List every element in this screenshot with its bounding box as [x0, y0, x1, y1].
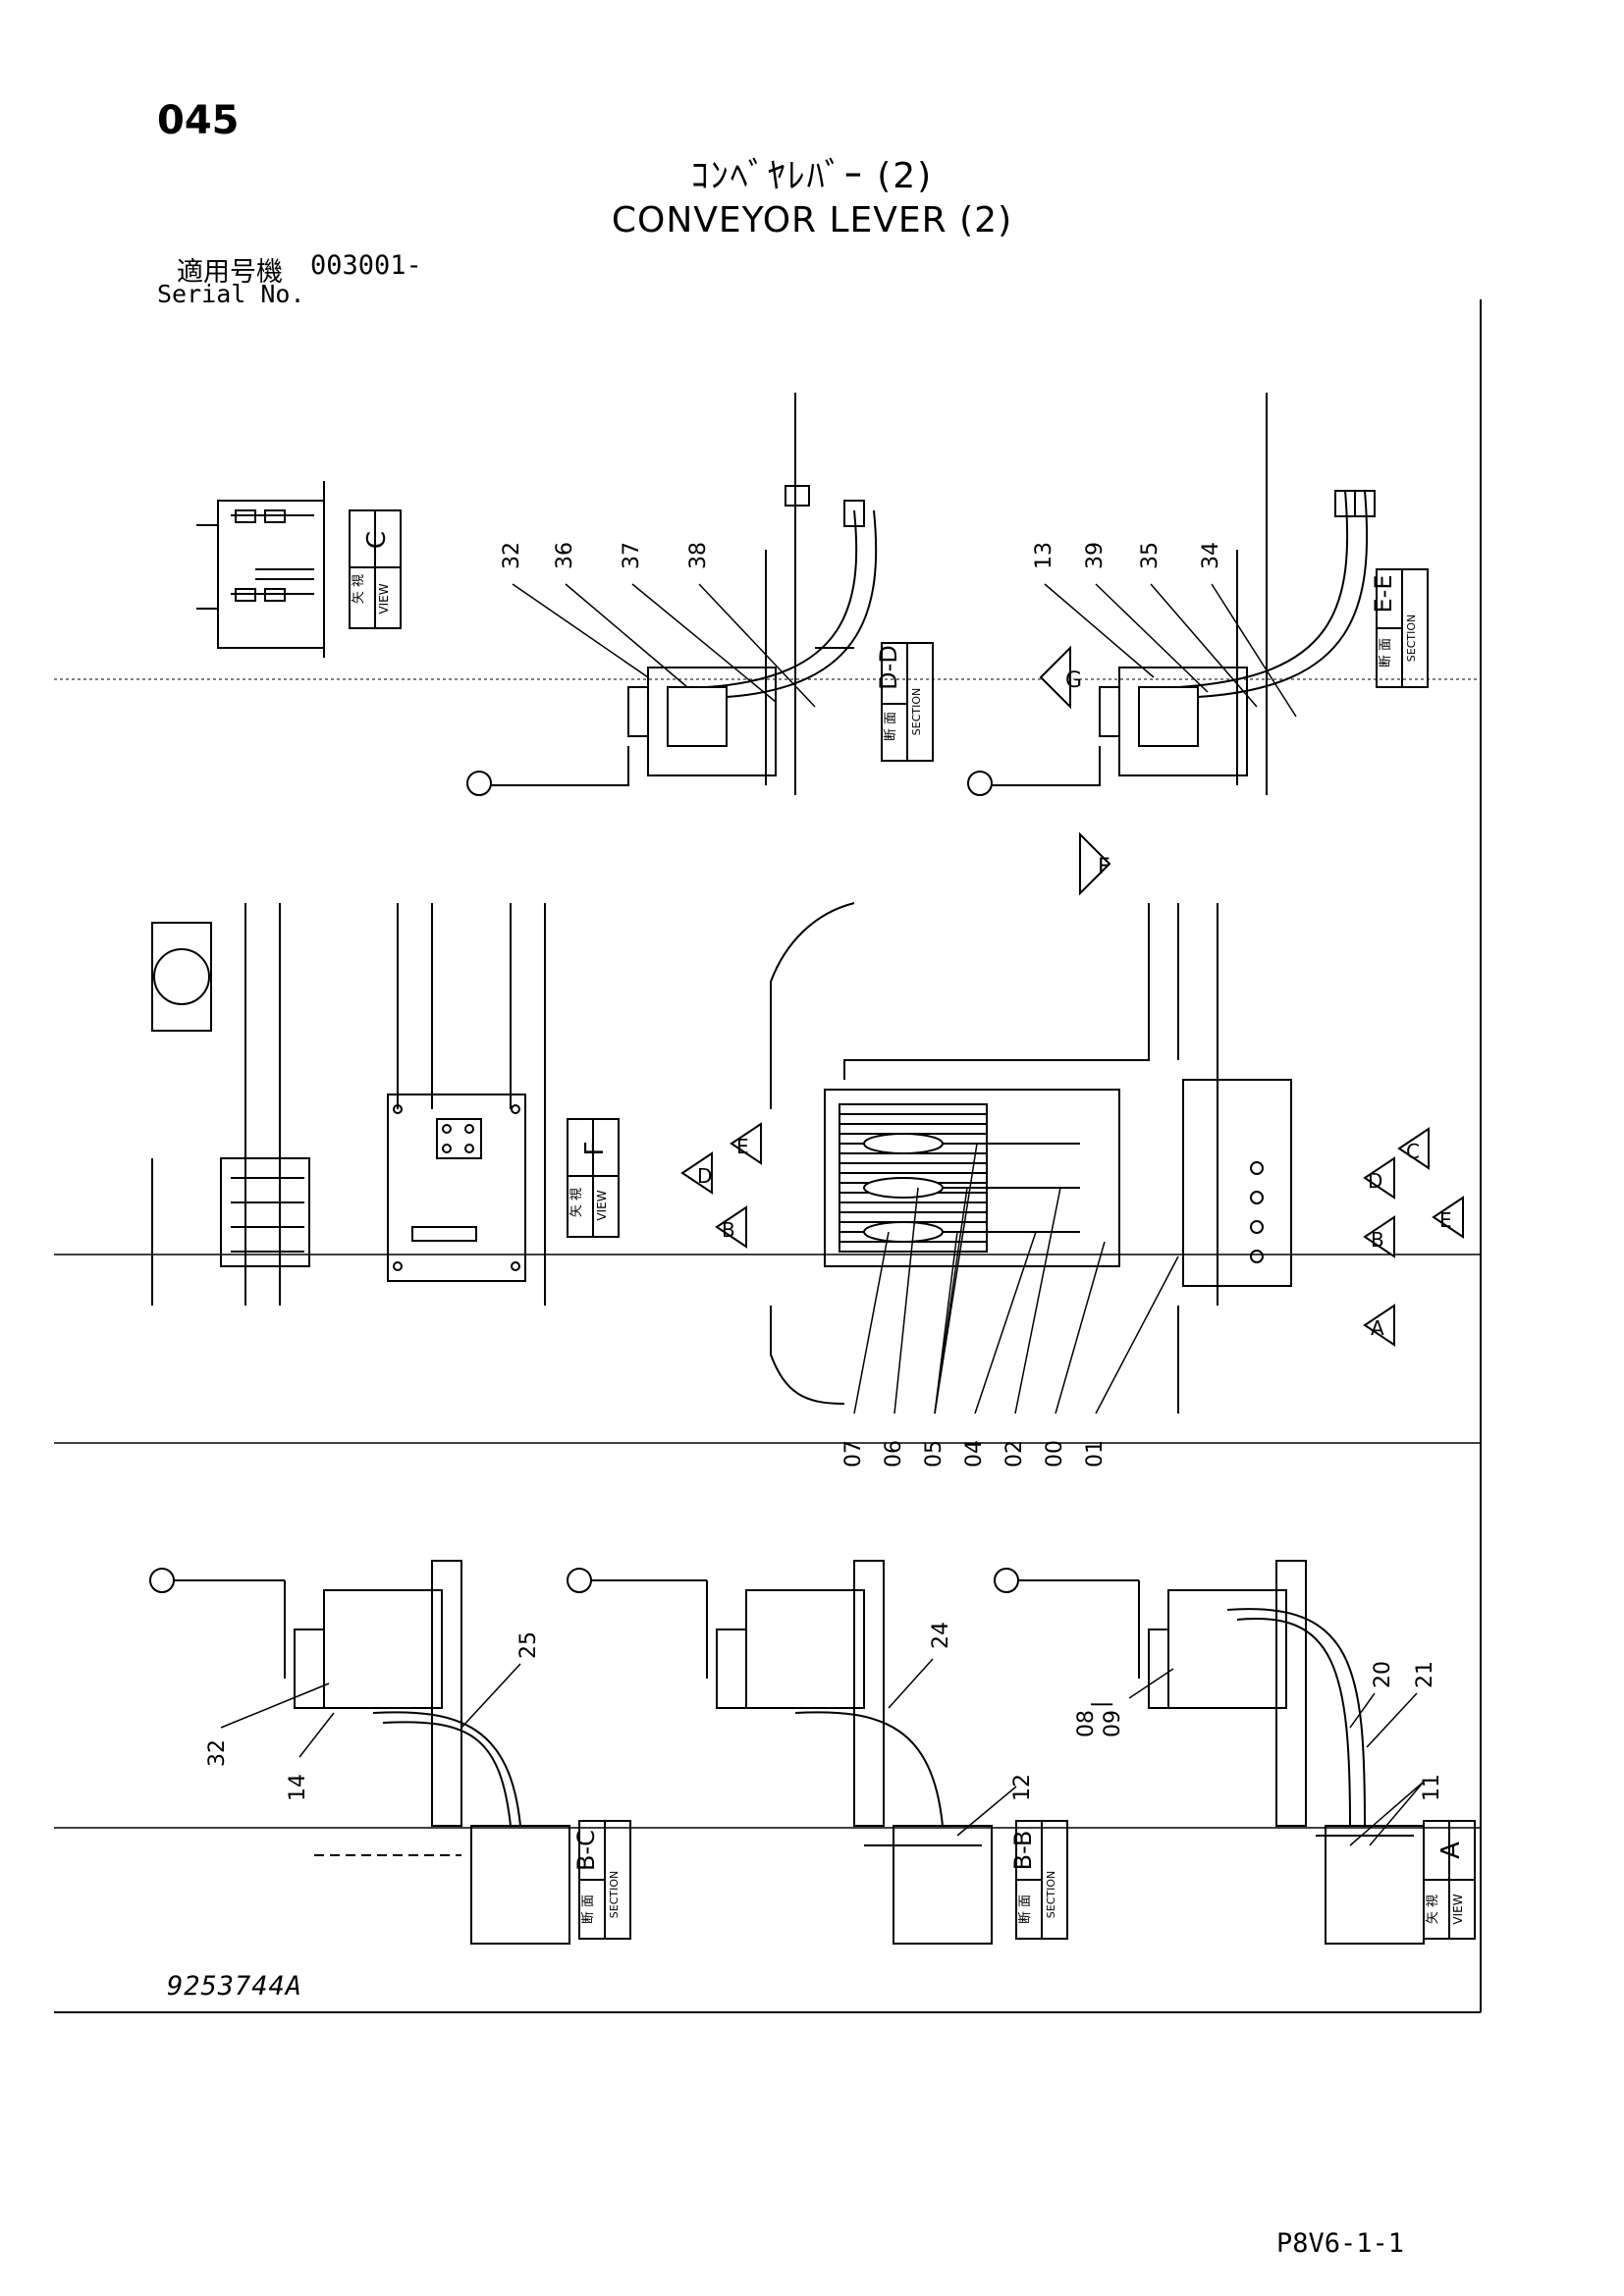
view-c-word: VIEW: [377, 583, 391, 614]
section-ee-word: SECTION: [1405, 614, 1418, 662]
callout-bc-25: 25: [516, 1631, 541, 1659]
callout-main-01: 01: [1083, 1440, 1108, 1468]
direction-arrows: D E B D C E B A: [680, 1122, 1464, 1347]
title-japanese: ｺﾝﾍﾞﾔﾚﾊﾞｰ (2): [690, 156, 934, 196]
arrow-d-left-letter: D: [697, 1164, 712, 1188]
arrow-e-right-letter: E: [1439, 1208, 1452, 1232]
section-dd-jp: 断 面: [884, 712, 898, 741]
view-f-jp: 矢 視: [569, 1188, 584, 1217]
arrow-g-letter: G: [1065, 668, 1082, 693]
section-ee-letter: E-E: [1370, 575, 1397, 614]
section-dd-callouts: 32 36 37 38: [500, 542, 711, 569]
section-ee-drawing: [967, 393, 1376, 796]
callout-dd-32: 32: [500, 542, 524, 569]
view-f-letter: F: [580, 1142, 610, 1156]
section-ee-leaders: [1044, 583, 1297, 718]
view-a-letter: A: [1436, 1842, 1466, 1859]
section-bb-letter: B-B: [1009, 1831, 1037, 1871]
drawing-number: 9253744A: [167, 1971, 303, 2002]
title-english: CONVEYOR LEVER (2): [611, 200, 1013, 240]
section-bb-word: SECTION: [1045, 1871, 1057, 1918]
section-ee-callouts: 13 39 35 34: [1032, 542, 1223, 569]
section-ee-label-box: 断 面 SECTION E-E: [1370, 568, 1429, 688]
callout-bc-14: 14: [286, 1774, 310, 1801]
main-leaders: [853, 1143, 1179, 1415]
section-bb-drawing: [567, 1560, 993, 1945]
callout-a-09: 09: [1101, 1710, 1125, 1737]
callout-bc-32: 32: [205, 1739, 230, 1767]
arrow-f-letter: F: [1098, 855, 1110, 880]
callout-main-05: 05: [922, 1440, 947, 1468]
view-c-letter: C: [362, 531, 392, 549]
section-dd-label-box: 断 面 SECTION D-D: [875, 642, 934, 762]
callout-ee-35: 35: [1138, 542, 1163, 569]
main-control-box: [770, 902, 1292, 1414]
arrow-b-left-letter: B: [722, 1218, 735, 1242]
section-bb-leaders: [888, 1658, 1017, 1837]
view-a-callouts: 08 | 09 20 21 11: [1074, 1661, 1444, 1801]
arrow-g: G: [1039, 645, 1082, 710]
callout-main-04: 04: [962, 1440, 987, 1468]
page-number: 045: [157, 98, 240, 143]
callout-ee-13: 13: [1032, 542, 1056, 569]
view-f-word: VIEW: [595, 1190, 609, 1220]
drawing-frame: [54, 299, 1482, 2013]
sheet-code: P8V6-1-1: [1276, 2228, 1405, 2259]
view-c-jp: 矢 視: [352, 574, 366, 604]
main-callouts: 07 06 05 04 02 00 01: [841, 1440, 1108, 1468]
serial-label-english: Serial No.: [157, 280, 305, 308]
section-bb-callouts: 24 12: [929, 1622, 1035, 1801]
arrow-f: F: [1079, 831, 1111, 896]
view-a-jp: 矢 視: [1426, 1895, 1440, 1924]
section-bc-letter: B-C: [572, 1830, 600, 1871]
callout-dd-36: 36: [553, 542, 577, 569]
section-bc-jp: 断 面: [581, 1895, 596, 1924]
callout-bb-24: 24: [929, 1622, 953, 1649]
view-c-drawing: [196, 481, 325, 658]
view-a-label-box: 矢 視 VIEW A: [1423, 1820, 1476, 1940]
view-f-label-box: 矢 視 VIEW F: [567, 1118, 620, 1238]
callout-main-06: 06: [882, 1440, 906, 1468]
callout-main-02: 02: [1002, 1440, 1027, 1468]
view-a-drawing: [994, 1560, 1425, 1945]
arrow-b-right-letter: B: [1371, 1228, 1384, 1252]
section-bb-label-box: 断 面 SECTION B-B: [1009, 1820, 1068, 1940]
section-bc-word: SECTION: [608, 1871, 621, 1918]
callout-main-07: 07: [841, 1440, 866, 1468]
section-bb-jp: 断 面: [1018, 1895, 1033, 1924]
arrow-d-right-letter: D: [1368, 1169, 1382, 1193]
callout-dd-37: 37: [620, 542, 644, 569]
callout-a-21: 21: [1413, 1661, 1437, 1688]
callout-a-11: 11: [1420, 1774, 1444, 1801]
callout-ee-34: 34: [1199, 542, 1223, 569]
section-bc-callouts: 25 32 14: [205, 1631, 541, 1801]
section-dd-letter: D-D: [875, 645, 902, 690]
section-bc-label-box: 断 面 SECTION B-C: [572, 1820, 631, 1940]
callout-a-08: 08: [1074, 1710, 1099, 1737]
view-a-word: VIEW: [1451, 1894, 1465, 1924]
arrow-c-right-letter: C: [1406, 1140, 1420, 1163]
section-bc-drawing: [149, 1560, 570, 1945]
section-ee-jp: 断 面: [1379, 638, 1393, 667]
view-a-leaders: [1128, 1668, 1425, 1846]
view-f-drawing: [387, 903, 546, 1306]
section-bc-leaders: [220, 1663, 521, 1758]
callout-ee-39: 39: [1083, 542, 1108, 569]
left-partial-view: [151, 903, 310, 1306]
serial-label-japanese: 適用号機: [177, 257, 283, 288]
callout-dd-38: 38: [686, 542, 711, 569]
section-dd-word: SECTION: [910, 688, 923, 735]
callout-a-sep: |: [1089, 1701, 1113, 1708]
callout-a-20: 20: [1371, 1661, 1395, 1688]
serial-number-value: 003001-: [310, 250, 422, 281]
callout-main-00: 00: [1043, 1440, 1067, 1468]
arrow-a-right-letter: A: [1371, 1316, 1384, 1340]
view-c-label-box: 矢 視 VIEW C: [349, 509, 402, 629]
section-dd-leaders: [512, 583, 816, 708]
section-dd-drawing: [466, 393, 878, 796]
arrow-e-left-letter: E: [736, 1135, 749, 1158]
